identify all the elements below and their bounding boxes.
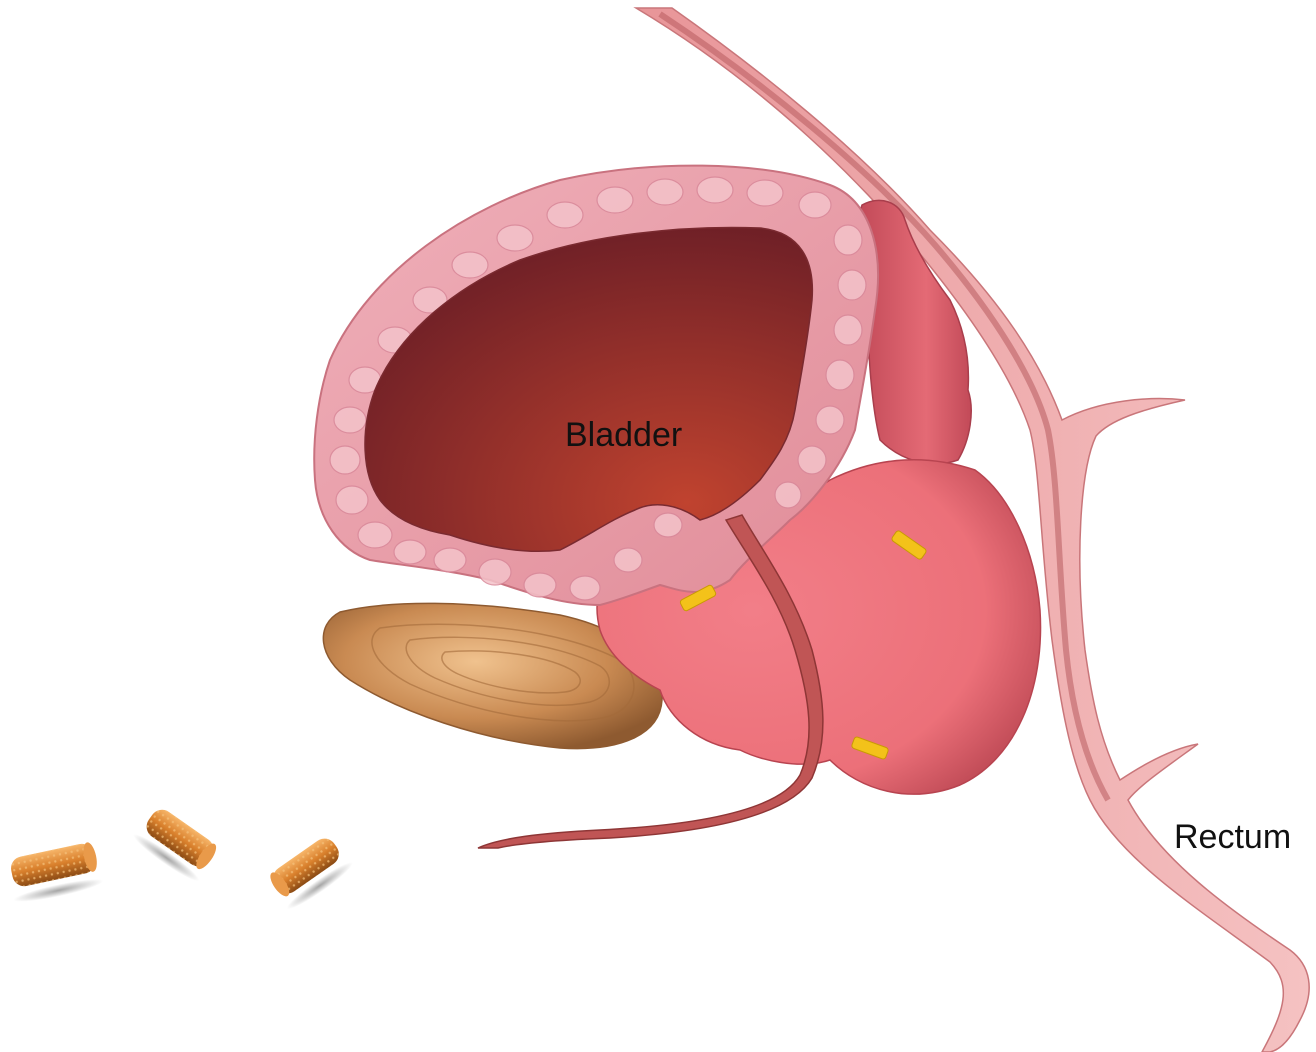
loose-seeds — [5, 803, 356, 914]
loose-seed — [130, 803, 221, 886]
bladder-label: Bladder — [565, 416, 682, 454]
rectum-label: Rectum — [1174, 818, 1291, 856]
loose-seed — [5, 841, 105, 906]
loose-seed — [265, 832, 356, 914]
